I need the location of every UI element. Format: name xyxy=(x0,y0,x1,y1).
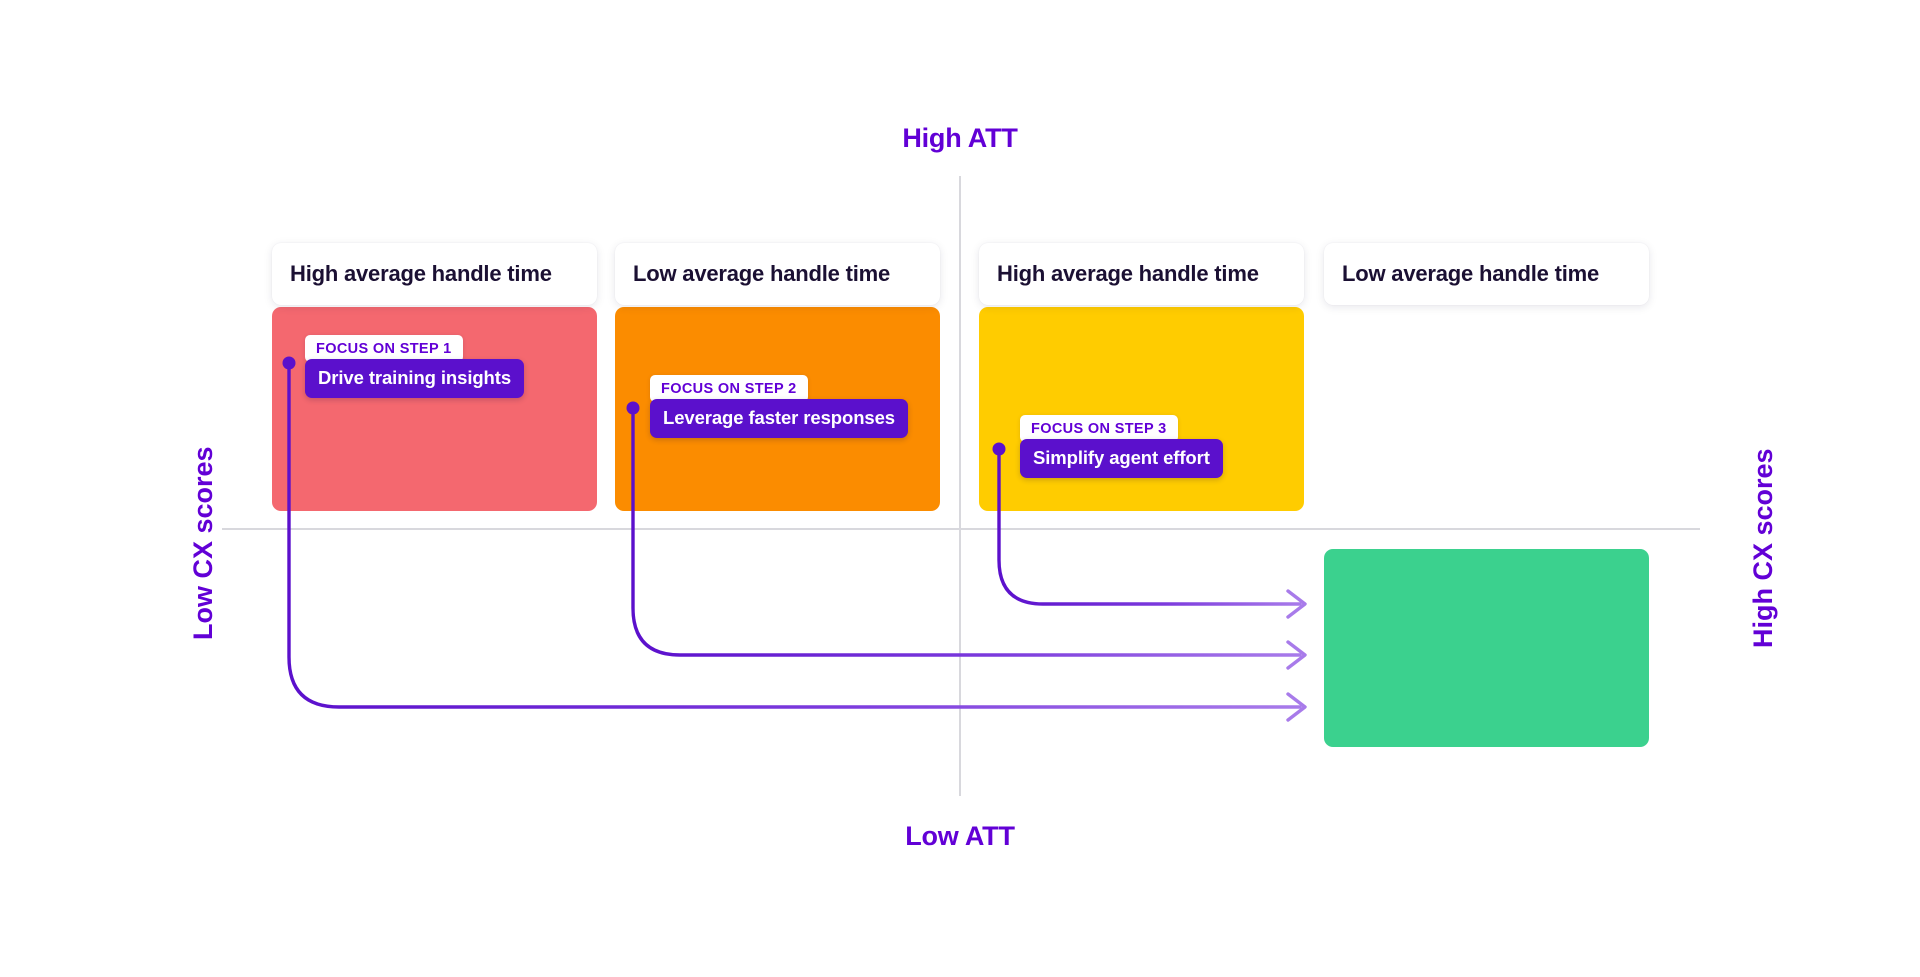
quadrant-card-3[interactable]: High average handle time xyxy=(979,243,1304,305)
quadrant-card-4-title: Low average handle time xyxy=(1342,261,1600,286)
step-callout-1[interactable]: FOCUS ON STEP 1 Drive training insights xyxy=(305,335,525,398)
axis-label-low-att: Low ATT xyxy=(905,821,1015,851)
quadrant-card-4[interactable]: Low average handle time xyxy=(1324,243,1649,305)
step-callout-2[interactable]: FOCUS ON STEP 2 Leverage faster response… xyxy=(650,375,908,438)
quadrant-block-3 xyxy=(979,307,1304,511)
step-2-eyebrow: FOCUS ON STEP 2 xyxy=(650,375,808,402)
vertical-axis-line xyxy=(959,176,961,796)
horizontal-axis-line xyxy=(222,528,1700,530)
quadrant-card-2[interactable]: Low average handle time xyxy=(615,243,940,305)
step-callout-3[interactable]: FOCUS ON STEP 3 Simplify agent effort xyxy=(1020,415,1223,478)
quadrant-card-1[interactable]: High average handle time xyxy=(272,243,597,305)
step-3-action: Simplify agent effort xyxy=(1020,439,1223,478)
target-block-green xyxy=(1324,549,1649,747)
axis-label-high-cx-scores: High CX scores xyxy=(1748,448,1778,648)
step-1-action: Drive training insights xyxy=(305,359,525,398)
axis-label-low-cx-scores: Low CX scores xyxy=(188,446,218,640)
quadrant-card-1-title: High average handle time xyxy=(290,261,552,286)
step-1-eyebrow: FOCUS ON STEP 1 xyxy=(305,335,463,362)
step-2-action: Leverage faster responses xyxy=(650,399,908,438)
quadrant-card-2-title: Low average handle time xyxy=(633,261,891,286)
step-3-eyebrow: FOCUS ON STEP 3 xyxy=(1020,415,1178,442)
axis-label-high-att: High ATT xyxy=(902,123,1018,153)
quadrant-card-3-title: High average handle time xyxy=(997,261,1259,286)
